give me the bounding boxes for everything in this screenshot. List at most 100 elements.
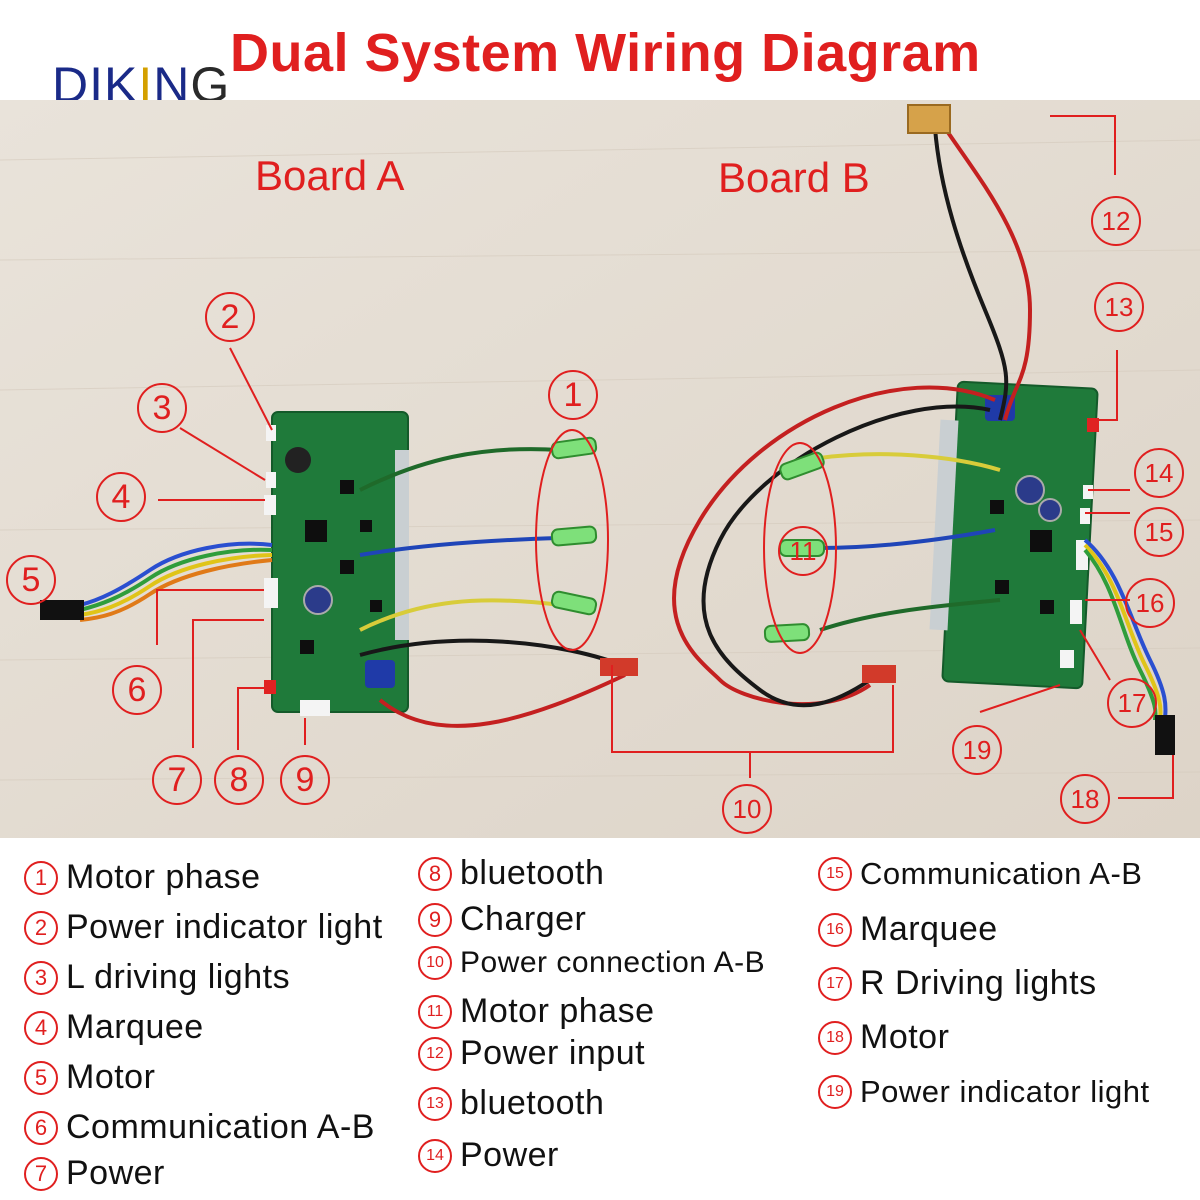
group-ellipse-1: [535, 429, 609, 651]
legend-label: Power input: [460, 1034, 646, 1072]
callout-14: 14: [1134, 448, 1184, 498]
callout-4: 4: [96, 472, 146, 522]
board-b-connector: [1083, 485, 1093, 499]
diagram-title: Dual System Wiring Diagram: [230, 23, 981, 83]
board-b-capacitor: [1015, 475, 1045, 505]
legend-label: Power indicator light: [860, 1074, 1150, 1109]
board-a-capacitor-blue: [365, 660, 395, 688]
legend-label: Motor phase: [66, 858, 261, 896]
legend-label: Power: [66, 1154, 165, 1192]
board-a-buzzer: [285, 447, 311, 473]
legend-label: Charger: [460, 900, 587, 938]
legend-label: R Driving lights: [860, 964, 1097, 1002]
callout-7: 7: [152, 755, 202, 805]
legend-number: 1: [24, 860, 58, 895]
callout-5: 5: [6, 555, 56, 605]
legend-number: 19: [818, 1075, 852, 1109]
legend-number: 9: [418, 902, 452, 937]
legend-number: 6: [24, 1110, 58, 1145]
legend-label: Power indicator light: [66, 908, 383, 946]
legend-label: Communication A-B: [66, 1108, 375, 1146]
legend-label: Motor: [66, 1058, 156, 1096]
legend-number: 3: [24, 960, 58, 995]
callout-12: 12: [1091, 196, 1141, 246]
board-b-connector: [1060, 650, 1074, 668]
callout-15: 15: [1134, 507, 1184, 557]
board-b-wires: [672, 126, 1168, 721]
board-b-connector: [1070, 600, 1082, 624]
board-b-power-plug: [862, 665, 896, 683]
boards-photo: Board A Board B 1 2 3 4 5 6 7 8 9 10 11 …: [0, 100, 1200, 838]
board-a-bluetooth-connector: [264, 680, 276, 694]
legend-label: bluetooth: [460, 1084, 605, 1122]
board-a-chips: [300, 480, 382, 654]
legend-label: Marquee: [66, 1008, 204, 1046]
callout-2: 2: [205, 292, 255, 342]
legend-label: Communication A-B: [860, 856, 1143, 891]
callout-17: 17: [1107, 678, 1157, 728]
callout-9: 9: [280, 755, 330, 805]
callout-8: 8: [214, 755, 264, 805]
brand-part: I: [138, 57, 154, 113]
legend-label: Power: [460, 1136, 559, 1174]
board-a-phase-terminals: [550, 436, 598, 616]
photo-illustration: [0, 100, 1200, 838]
legend-number: 2: [24, 910, 58, 945]
board-a-charger-port: [300, 700, 330, 716]
legend-number: 11: [418, 994, 452, 1029]
board-a-wires: [79, 447, 631, 728]
callout-19: 19: [952, 725, 1002, 775]
callout-13: 13: [1094, 282, 1144, 332]
board-b-capacitor: [1038, 498, 1062, 522]
legend-label: Motor phase: [460, 992, 655, 1030]
legend-number: 17: [818, 966, 852, 1001]
callout-3: 3: [137, 383, 187, 433]
legend-label: Marquee: [860, 910, 998, 948]
callout-10: 10: [722, 784, 772, 834]
legend-number: 4: [24, 1010, 58, 1045]
leader-lines: [156, 115, 1174, 799]
legend-label: L driving lights: [66, 958, 291, 996]
board-b-xt60-plug: [907, 104, 951, 134]
legend-number: 12: [418, 1036, 452, 1071]
legend-label: Motor: [860, 1018, 950, 1056]
board-a-connector: [266, 425, 276, 441]
board-a-capacitor: [303, 585, 333, 615]
legend-number: 5: [24, 1060, 58, 1095]
legend-number: 13: [418, 1086, 452, 1121]
board-a: [264, 411, 409, 716]
board-a-label: Board A: [255, 152, 405, 199]
board-a-heatsink: [395, 450, 409, 640]
board-b: [929, 380, 1099, 690]
legend-label: bluetooth: [460, 854, 605, 892]
legend-label: Power connection A-B: [460, 946, 766, 979]
board-a-connector: [264, 495, 276, 515]
board-b-chips: [990, 500, 1054, 614]
legend-number: 16: [818, 912, 852, 947]
legend-number: 15: [818, 857, 852, 891]
callout-11: 11: [778, 526, 828, 576]
callout-16: 16: [1125, 578, 1175, 628]
board-a-motor-plug: [40, 600, 84, 620]
legend-number: 8: [418, 856, 452, 891]
legend-number: 7: [24, 1156, 58, 1191]
group-ellipse-11: [763, 442, 837, 654]
callout-18: 18: [1060, 774, 1110, 824]
board-b-connector: [1080, 508, 1090, 524]
